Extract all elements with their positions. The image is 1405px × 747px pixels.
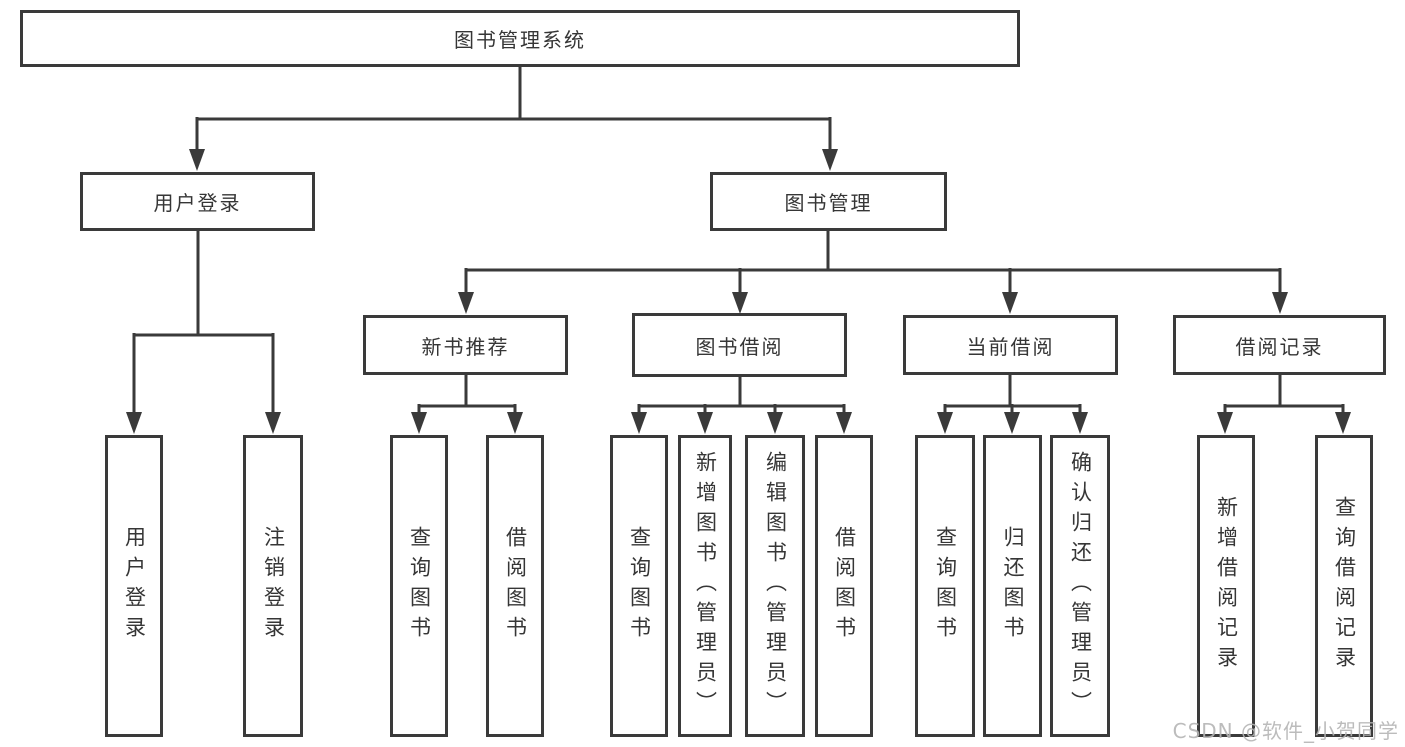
arrowhead (411, 412, 427, 434)
arrowhead (767, 412, 783, 434)
arrowhead (631, 412, 647, 434)
node-leaf-edit-books-admin: 编辑图书（管理员） (745, 435, 805, 737)
node-user-login: 用户登录 (80, 172, 315, 231)
node-leaf-add-borrow-record: 新增借阅记录 (1197, 435, 1255, 737)
node-leaf-confirm-return-admin: 确认归还（管理员） (1050, 435, 1110, 737)
arrowhead (1072, 412, 1088, 434)
node-leaf-logout: 注销登录 (243, 435, 303, 737)
node-leaf-label: 注销登录 (261, 526, 286, 646)
node-leaf-user-login: 用户登录 (105, 435, 163, 737)
node-leaf-label: 查询图书 (407, 526, 432, 646)
arrowhead (458, 292, 474, 314)
connector-current-to-leaves (943, 375, 1082, 416)
arrowhead (126, 412, 142, 434)
node-leaf-label: 查询借阅记录 (1332, 496, 1357, 676)
node-root-system: 图书管理系统 (20, 10, 1020, 67)
node-leaf-label: 查询图书 (627, 526, 652, 646)
arrowhead (1004, 412, 1020, 434)
node-leaf-label: 借阅图书 (832, 526, 857, 646)
arrowhead (507, 412, 523, 434)
arrowhead (1002, 292, 1018, 314)
node-leaf-label: 用户登录 (122, 526, 147, 646)
node-leaf-label: 新增借阅记录 (1214, 496, 1239, 676)
arrowhead (265, 412, 281, 434)
arrowhead (822, 149, 838, 171)
node-book-management: 图书管理 (710, 172, 947, 231)
arrowhead (836, 412, 852, 434)
node-new-book-recommend: 新书推荐 (363, 315, 568, 375)
node-leaf-borrow-books-1: 借阅图书 (486, 435, 544, 737)
arrowhead (189, 149, 205, 171)
arrowhead (937, 412, 953, 434)
node-leaf-label: 新增图书（管理员） (693, 451, 718, 721)
node-borrow-records: 借阅记录 (1173, 315, 1386, 375)
node-leaf-query-borrow-record: 查询借阅记录 (1315, 435, 1373, 737)
node-leaf-return-books: 归还图书 (983, 435, 1042, 737)
node-leaf-label: 查询图书 (933, 526, 958, 646)
node-book-borrow: 图书借阅 (632, 313, 847, 377)
connector-records-to-leaves (1223, 375, 1345, 416)
node-leaf-label: 确认归还（管理员） (1068, 451, 1093, 721)
arrowhead (1217, 412, 1233, 434)
node-leaf-query-books-1: 查询图书 (390, 435, 448, 737)
connector-userlogin-to-leaves (132, 231, 275, 415)
node-leaf-label: 编辑图书（管理员） (763, 451, 788, 721)
node-leaf-query-books-3: 查询图书 (915, 435, 975, 737)
connector-paths (132, 67, 1345, 416)
node-leaf-add-books-admin: 新增图书（管理员） (678, 435, 732, 737)
node-current-borrow: 当前借阅 (903, 315, 1118, 375)
node-leaf-label: 归还图书 (1001, 526, 1025, 646)
node-leaf-query-books-2: 查询图书 (610, 435, 668, 737)
node-leaf-borrow-books-2: 借阅图书 (815, 435, 873, 737)
arrowhead (1335, 412, 1351, 434)
arrowhead (697, 412, 713, 434)
arrowhead (732, 292, 748, 314)
connector-borrow-to-leaves (637, 377, 846, 416)
connector-bookmgmt-to-level3 (464, 231, 1282, 296)
connector-root-to-level2 (195, 67, 832, 152)
watermark: CSDN @软件_小贺同学 (1172, 719, 1399, 743)
arrowheads (126, 149, 1351, 434)
arrowhead (1272, 292, 1288, 314)
connector-newbook-to-leaves (417, 375, 517, 416)
node-leaf-label: 借阅图书 (503, 526, 528, 646)
